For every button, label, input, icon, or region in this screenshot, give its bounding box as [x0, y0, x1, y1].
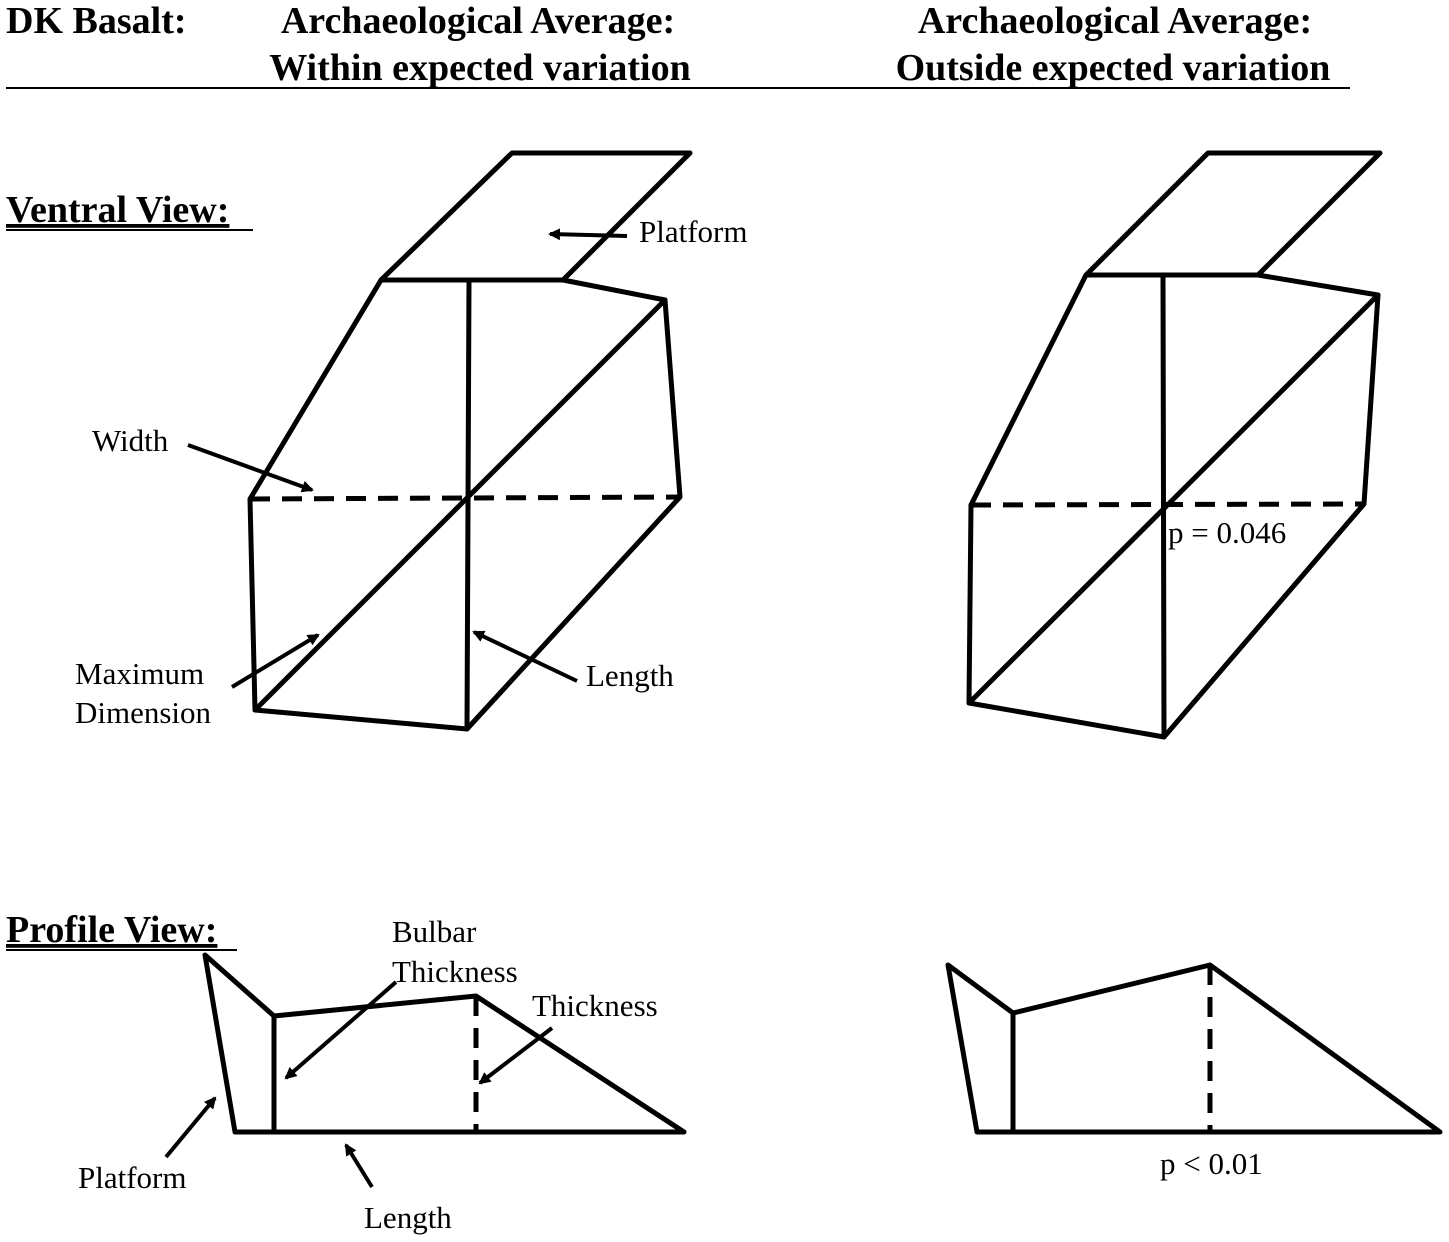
ventral-max-dimension-line-within	[252, 297, 668, 713]
column-outside-title-line2: Outside expected variation	[896, 47, 1331, 89]
ventral-platform-arrow	[548, 228, 628, 241]
profile-thickness-label: Thickness	[532, 988, 658, 1023]
ventral-max-dimension-label-line1: Maximum	[75, 656, 204, 691]
profile-length-label: Length	[364, 1200, 452, 1235]
column-outside-title-line1: Archaeological Average:	[918, 0, 1312, 42]
ventral-p-value: p = 0.046	[1168, 515, 1286, 550]
profile-outline-outside	[945, 962, 1443, 1135]
profile-thickness-arrow	[478, 1026, 554, 1085]
ventral-outline-within	[247, 277, 683, 732]
profile-platform-label: Platform	[78, 1160, 187, 1195]
profile-bulbar-label-line2: Thickness	[392, 954, 518, 989]
ventral-max-dimension-arrow	[230, 633, 320, 689]
ventral-width-label: Width	[92, 423, 169, 458]
profile-length-arrow	[344, 1143, 374, 1189]
ventral-length-label: Length	[586, 658, 674, 693]
profile-flake-within	[202, 952, 687, 1135]
column-within-title-line2: Within expected variation	[269, 47, 691, 89]
material-label: DK Basalt:	[6, 0, 187, 42]
ventral-length-line-within	[464, 277, 472, 732]
ventral-width-arrow	[187, 443, 314, 493]
ventral-outline-outside	[966, 272, 1381, 740]
ventral-max-dimension-label-line2: Dimension	[75, 695, 212, 730]
profile-flake-outside	[945, 962, 1443, 1135]
ventral-flake-outside	[966, 150, 1383, 740]
ventral-platform-outside	[1083, 150, 1383, 278]
ventral-flake-within	[247, 150, 693, 732]
ventral-length-arrow	[472, 630, 578, 683]
profile-p-value: p < 0.01	[1160, 1146, 1263, 1181]
ventral-view-heading: Ventral View:	[6, 189, 229, 231]
ventral-platform-label: Platform	[639, 214, 748, 249]
profile-view-heading: Profile View:	[6, 909, 217, 951]
profile-bulbar-arrow	[284, 980, 398, 1080]
ventral-max-dimension-line-outside	[966, 292, 1381, 706]
ventral-width-line-within	[249, 494, 681, 502]
profile-outline-within	[202, 952, 687, 1135]
profile-platform-arrow	[164, 1096, 217, 1159]
ventral-width-line-outside	[970, 501, 1365, 508]
column-within-title-line1: Archaeological Average:	[281, 0, 675, 42]
profile-bulbar-label-line1: Bulbar	[392, 914, 477, 949]
